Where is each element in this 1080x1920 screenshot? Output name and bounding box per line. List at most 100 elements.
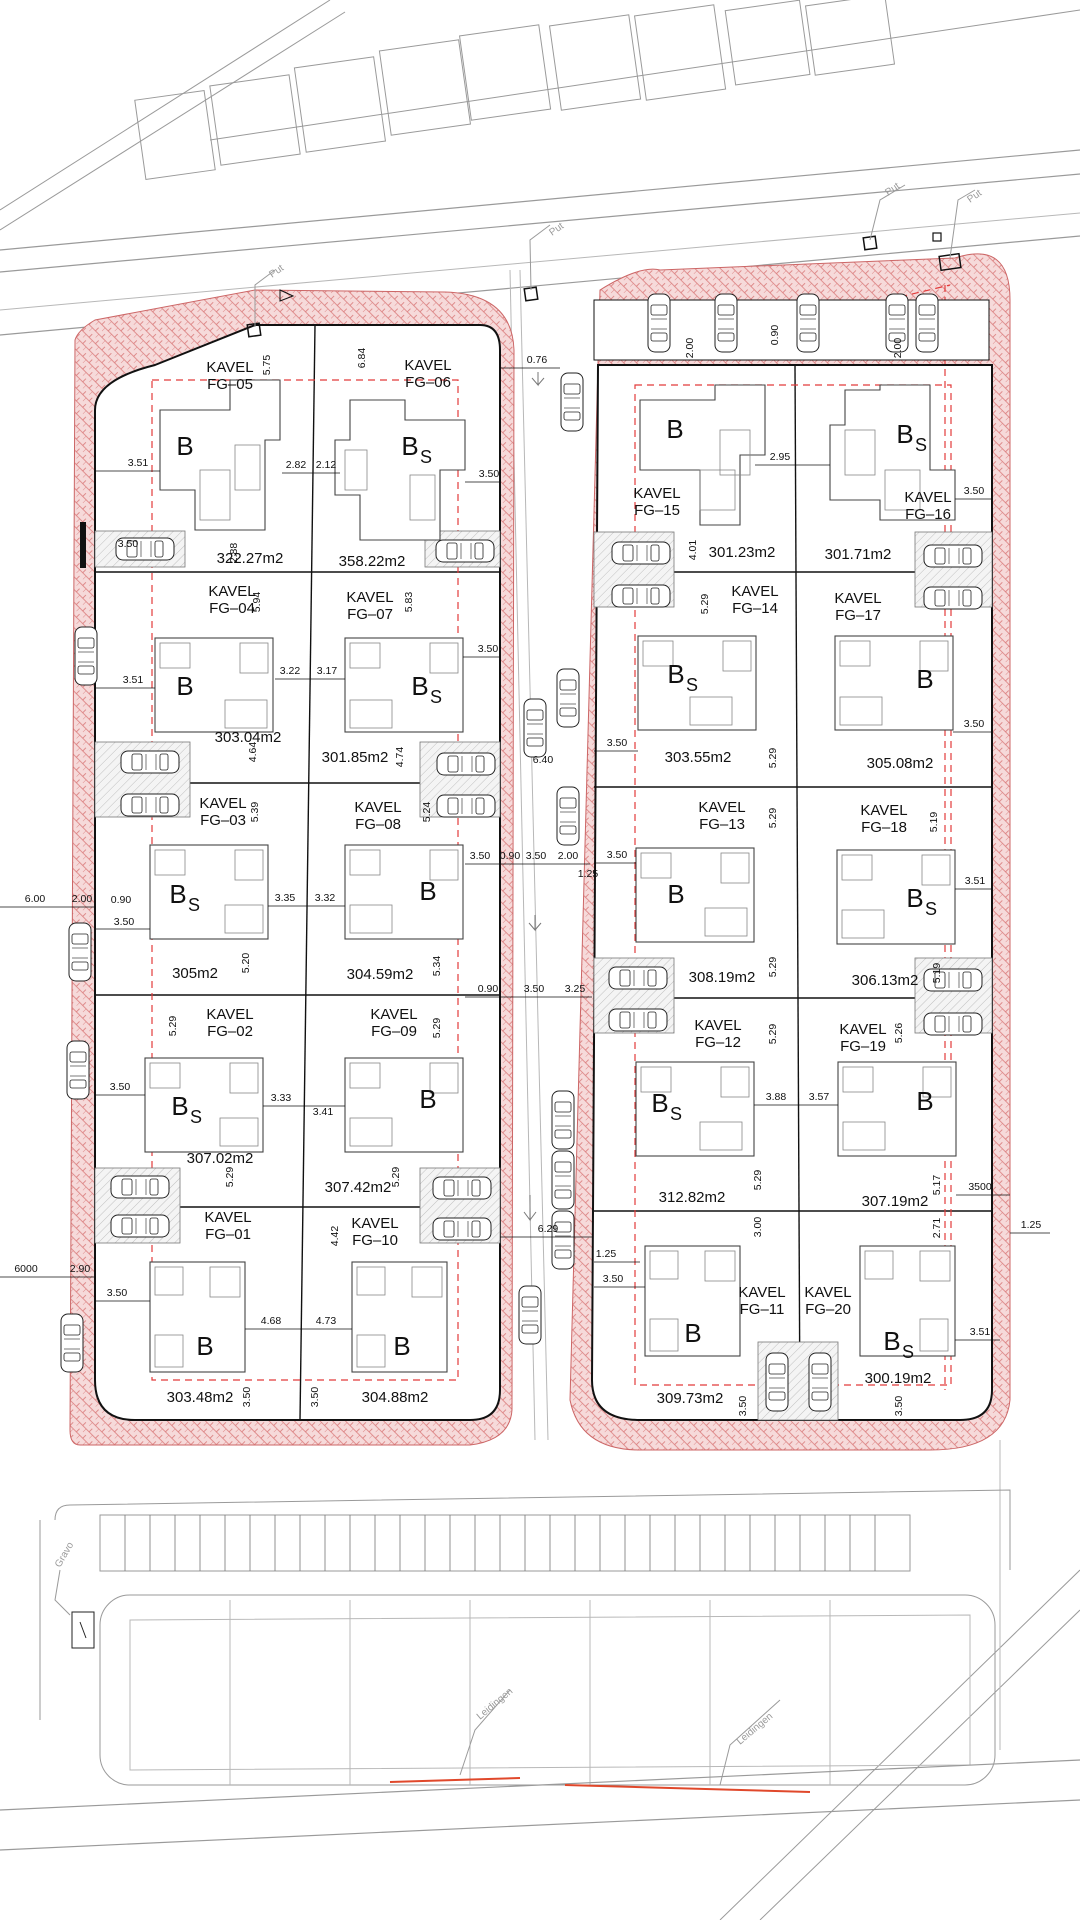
plot-area: 304.59m2 (347, 966, 414, 983)
dimension-label: 2.00 (892, 338, 904, 359)
dimension-label: 5.24 (421, 802, 433, 823)
house-type-subscript: S (915, 435, 927, 455)
dimension-label: 5.29 (752, 1170, 764, 1191)
dimension-label: 1.25 (1021, 1219, 1042, 1231)
plot-label-prefix: KAVEL (860, 802, 907, 819)
plot-id: FG–12 (695, 1034, 741, 1051)
dimension-label: 2.00 (684, 338, 696, 359)
plot-id: FG–01 (205, 1226, 251, 1243)
dimension-label: 5.83 (403, 592, 415, 613)
house-fg-02 (144, 1057, 264, 1153)
dimension-label: 3.50 (607, 737, 628, 749)
plot-label-prefix: KAVEL (404, 357, 451, 374)
plot-id: FG–15 (634, 502, 680, 519)
plot-label-prefix: KAVEL (206, 359, 253, 376)
dimension-label: 3.50 (479, 468, 500, 480)
plot-id: FG–19 (840, 1038, 886, 1055)
dimension-label: 2.95 (770, 451, 791, 463)
dimension-label: 0.76 (527, 354, 548, 366)
plot-id: FG–18 (861, 819, 907, 836)
dimension-label: 5.19 (931, 963, 943, 984)
plot-label-prefix: KAVEL (351, 1215, 398, 1232)
plot-id: FG–04 (209, 600, 255, 617)
house-fg-11 (644, 1245, 741, 1357)
dimension-label: 4.01 (687, 540, 699, 561)
house-type-subscript: S (686, 675, 698, 695)
annotation-put: Put (267, 263, 286, 281)
dimension-label: 3.50 (478, 643, 499, 655)
dimension-label: 3.51 (970, 1326, 991, 1338)
dimension-label: 2.71 (931, 1218, 943, 1239)
symbols (54, 184, 976, 1616)
plot-id: FG–06 (405, 374, 451, 391)
house-fg-12 (635, 1061, 755, 1157)
house-type-letter: B (651, 1088, 668, 1118)
house-type-letter: B (906, 883, 923, 913)
dimension-label: 3.50 (964, 485, 985, 497)
dimension-label: 3.50 (607, 849, 628, 861)
dimension-label: 4.68 (261, 1315, 282, 1327)
dimension-label: 3.41 (313, 1106, 334, 1118)
house-fg-07 (344, 637, 464, 733)
house-type-letter: B (411, 671, 428, 701)
house-type-letter: B (169, 879, 186, 909)
annotation-leidingen: Leidingen (475, 1686, 515, 1722)
plot-area: 301.23m2 (709, 544, 776, 561)
house-type-letter: B (667, 659, 684, 689)
dimension-label: 5.20 (240, 953, 252, 974)
plot-id: FG–03 (200, 812, 246, 829)
plot-id: FG–11 (740, 1301, 785, 1318)
dimension-label: 3.50 (114, 916, 135, 928)
dimension-label: 3.88 (766, 1091, 787, 1103)
house-type-subscript: S (188, 895, 200, 915)
plot-label-prefix: KAVEL (698, 799, 745, 816)
dimension-label: 3.50 (309, 1387, 321, 1408)
dimension-label: 5.34 (431, 956, 443, 977)
house-fg-06 (334, 399, 466, 541)
plot-area: 309.73m2 (657, 1390, 724, 1407)
dimension-label: 3.50 (893, 1396, 905, 1417)
plot-label-prefix: KAVEL (346, 589, 393, 606)
dimension-label: 0.90 (769, 325, 781, 346)
house-type-subscript: S (190, 1107, 202, 1127)
plot-id: FG–13 (699, 816, 745, 833)
dimension-label: 2.12 (316, 459, 337, 471)
dimension-label: 4.74 (394, 747, 406, 768)
dimension-label: 3.50 (964, 718, 985, 730)
plot-label-prefix: KAVEL (370, 1006, 417, 1023)
dimension-label: 3.50 (470, 850, 491, 862)
dimension-label: 2.00 (558, 850, 579, 862)
dimension-label: 0.90 (111, 894, 132, 906)
dimension-label: 3.51 (123, 674, 144, 686)
dimension-label: 1.25 (578, 868, 599, 880)
plot-id: FG–20 (805, 1301, 851, 1318)
dimension-label: 3.57 (809, 1091, 830, 1103)
plot-area: 358.22m2 (339, 553, 406, 570)
dimension-label: 5.29 (699, 594, 711, 615)
dimension-label: 2.88 (228, 543, 240, 564)
plot-label-prefix: KAVEL (354, 799, 401, 816)
dimension-label: 6.40 (533, 754, 554, 766)
plot-label-prefix: KAVEL (633, 485, 680, 502)
